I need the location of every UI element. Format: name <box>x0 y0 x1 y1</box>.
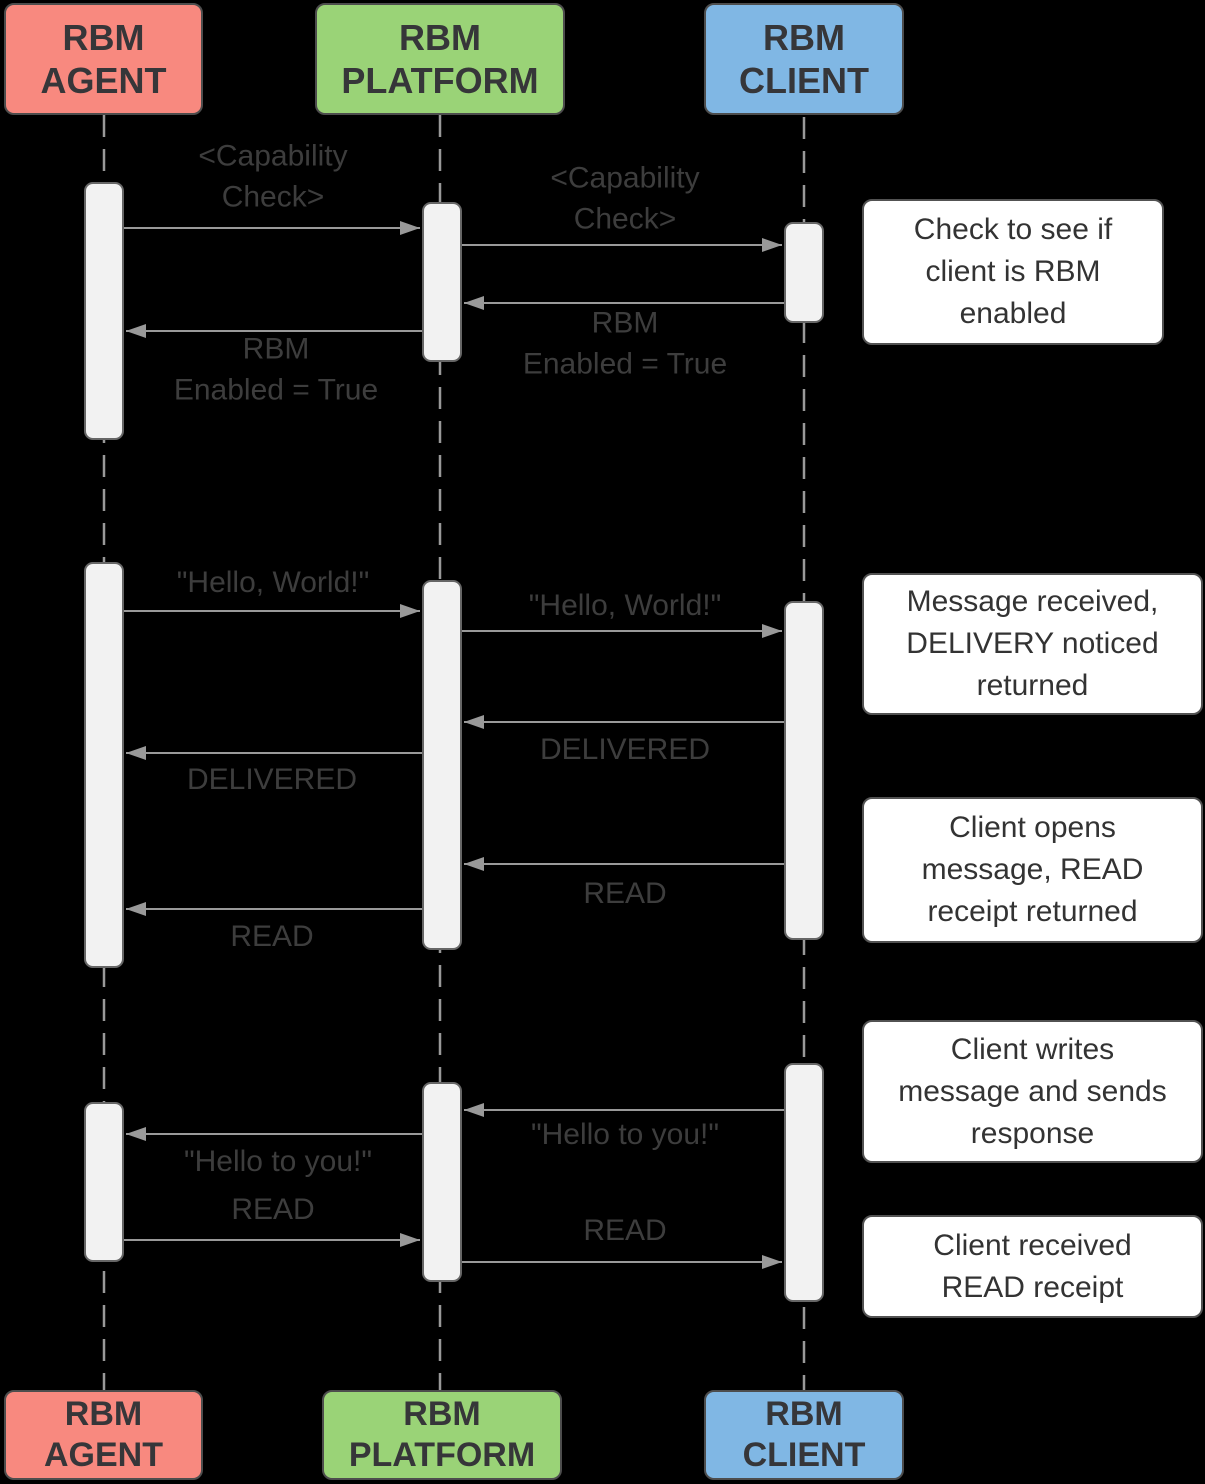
activation-platform-1 <box>422 202 462 362</box>
activation-agent-1 <box>84 182 124 440</box>
message-label-read-2: READ <box>230 919 314 953</box>
note-client-writes: Client writes message and sends response <box>862 1020 1203 1163</box>
activation-client-3 <box>784 1063 824 1302</box>
message-label-read-4: READ <box>583 1213 667 1247</box>
actor-top-rbm-agent: RBM AGENT <box>4 3 203 115</box>
actor-top-rbm-platform: RBM PLATFORM <box>315 3 565 115</box>
note-message-received: Message received, DELIVERY noticed retur… <box>862 573 1203 715</box>
message-label-rbm-enabled-2: RBM Enabled = True <box>173 332 379 407</box>
message-label-delivered-1: DELIVERED <box>539 732 711 766</box>
message-label-capability-check-1: <Capability Check> <box>198 139 348 214</box>
message-label-rbm-enabled-1: RBM Enabled = True <box>522 306 728 381</box>
note-client-opens: Client opens message, READ receipt retur… <box>862 797 1203 943</box>
actor-bottom-rbm-platform: RBM PLATFORM <box>322 1390 562 1480</box>
activation-client-2 <box>784 601 824 940</box>
message-label-delivered-2: DELIVERED <box>186 762 358 796</box>
activation-client-1 <box>784 222 824 323</box>
activation-platform-3 <box>422 1082 462 1282</box>
note-read-receipt: Client received READ receipt <box>862 1215 1203 1318</box>
message-label-hello-to-you-2: "Hello to you!" <box>183 1144 373 1178</box>
message-label-hello-to-you-1: "Hello to you!" <box>530 1117 720 1151</box>
message-label-capability-check-2: <Capability Check> <box>550 161 700 236</box>
activation-agent-3 <box>84 1102 124 1262</box>
message-label-hello-world-1: "Hello, World!" <box>176 565 370 599</box>
activation-platform-2 <box>422 580 462 950</box>
actor-bottom-rbm-client: RBM CLIENT <box>704 1390 904 1480</box>
message-label-hello-world-2: "Hello, World!" <box>528 588 722 622</box>
message-label-read-3: READ <box>231 1192 315 1226</box>
activation-agent-2 <box>84 562 124 968</box>
actor-bottom-rbm-agent: RBM AGENT <box>4 1390 203 1480</box>
actor-top-rbm-client: RBM CLIENT <box>704 3 904 115</box>
message-label-read-1: READ <box>583 876 667 910</box>
note-capability-check: Check to see if client is RBM enabled <box>862 199 1164 345</box>
